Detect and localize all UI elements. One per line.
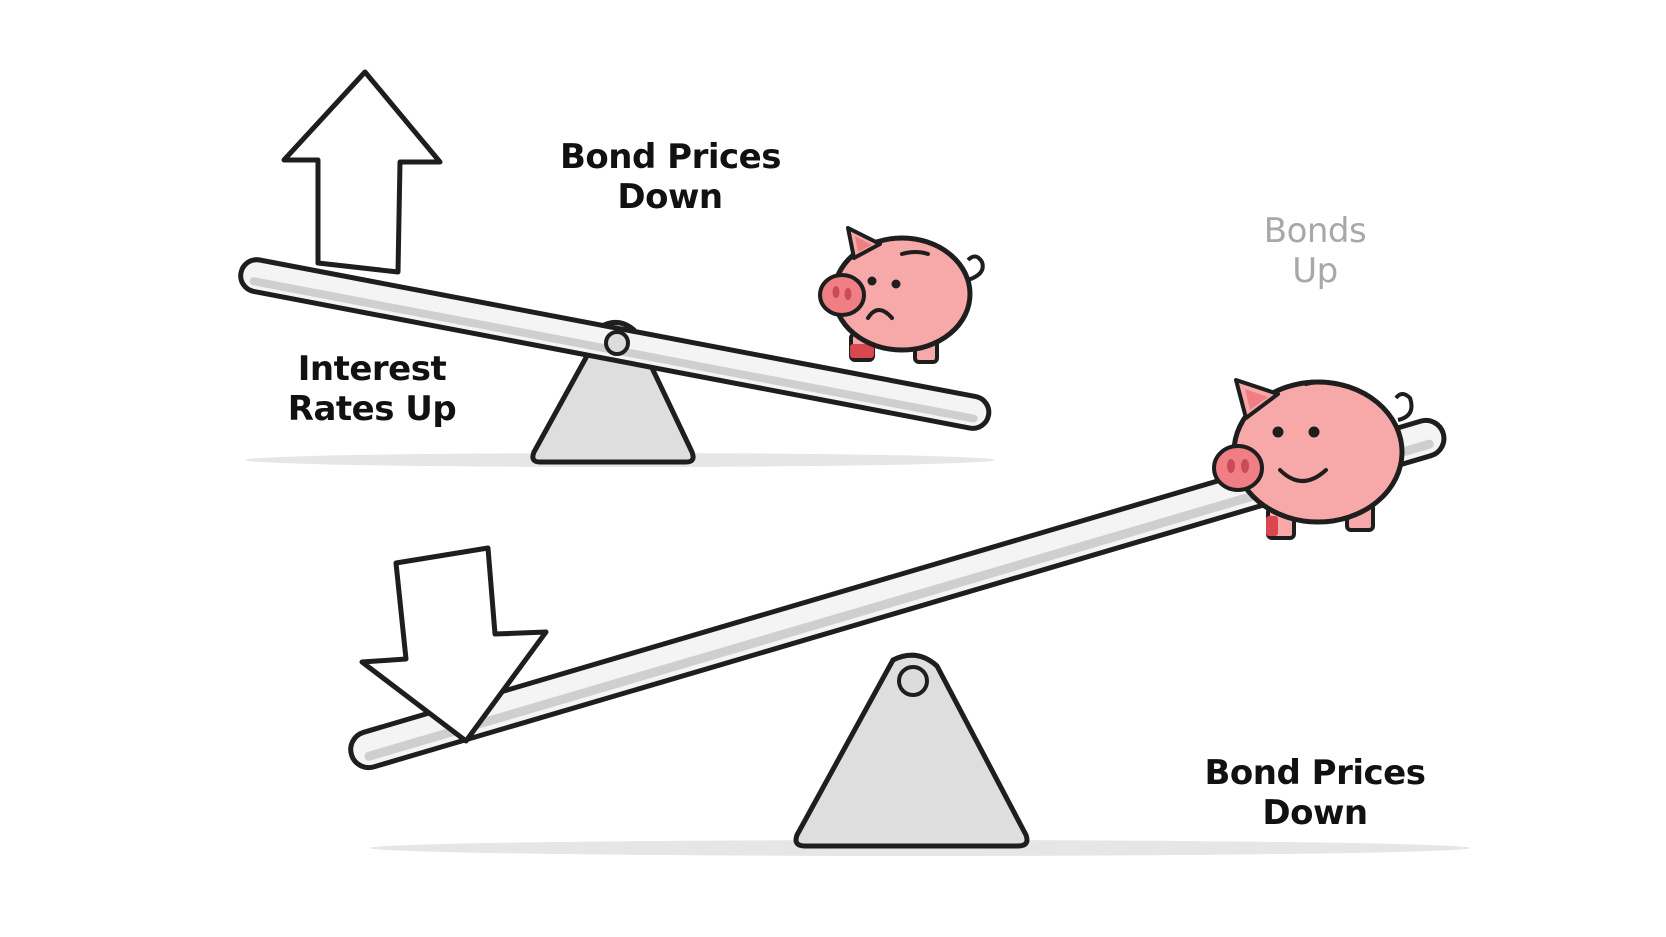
bottom-seesaw [348,378,1447,849]
bottom-bond-prices-line1: Bond Prices [1204,753,1426,793]
interest-rates-line1: Interest [297,349,447,389]
bottom-bond-prices-label: Bond Prices Down [1195,753,1435,833]
bonds-up-line2: Up [1292,251,1338,291]
interest-rates-label: Interest Rates Up [272,349,472,429]
bonds-up-label: Bonds Up [1250,211,1380,291]
happy-piggy-bank-icon [1212,378,1414,540]
bonds-up-line1: Bonds [1263,211,1367,251]
top-seesaw [238,69,992,465]
up-arrow-icon [281,69,443,275]
top-bond-prices-line2: Down [617,177,723,217]
interest-rates-line2: Rates Up [287,389,457,429]
top-pivot [604,330,630,356]
bottom-beam-shade [364,439,1434,761]
bottom-bond-prices-line2: Down [1262,793,1368,833]
top-fulcrum [530,319,696,465]
top-bond-prices-label: Bond Prices Down [560,137,781,217]
bottom-fulcrum [793,652,1030,849]
down-arrow-icon [359,545,549,744]
top-bond-prices-line1: Bond Prices [560,137,781,177]
bottom-pivot [897,665,929,697]
sad-piggy-bank-icon [818,226,985,364]
